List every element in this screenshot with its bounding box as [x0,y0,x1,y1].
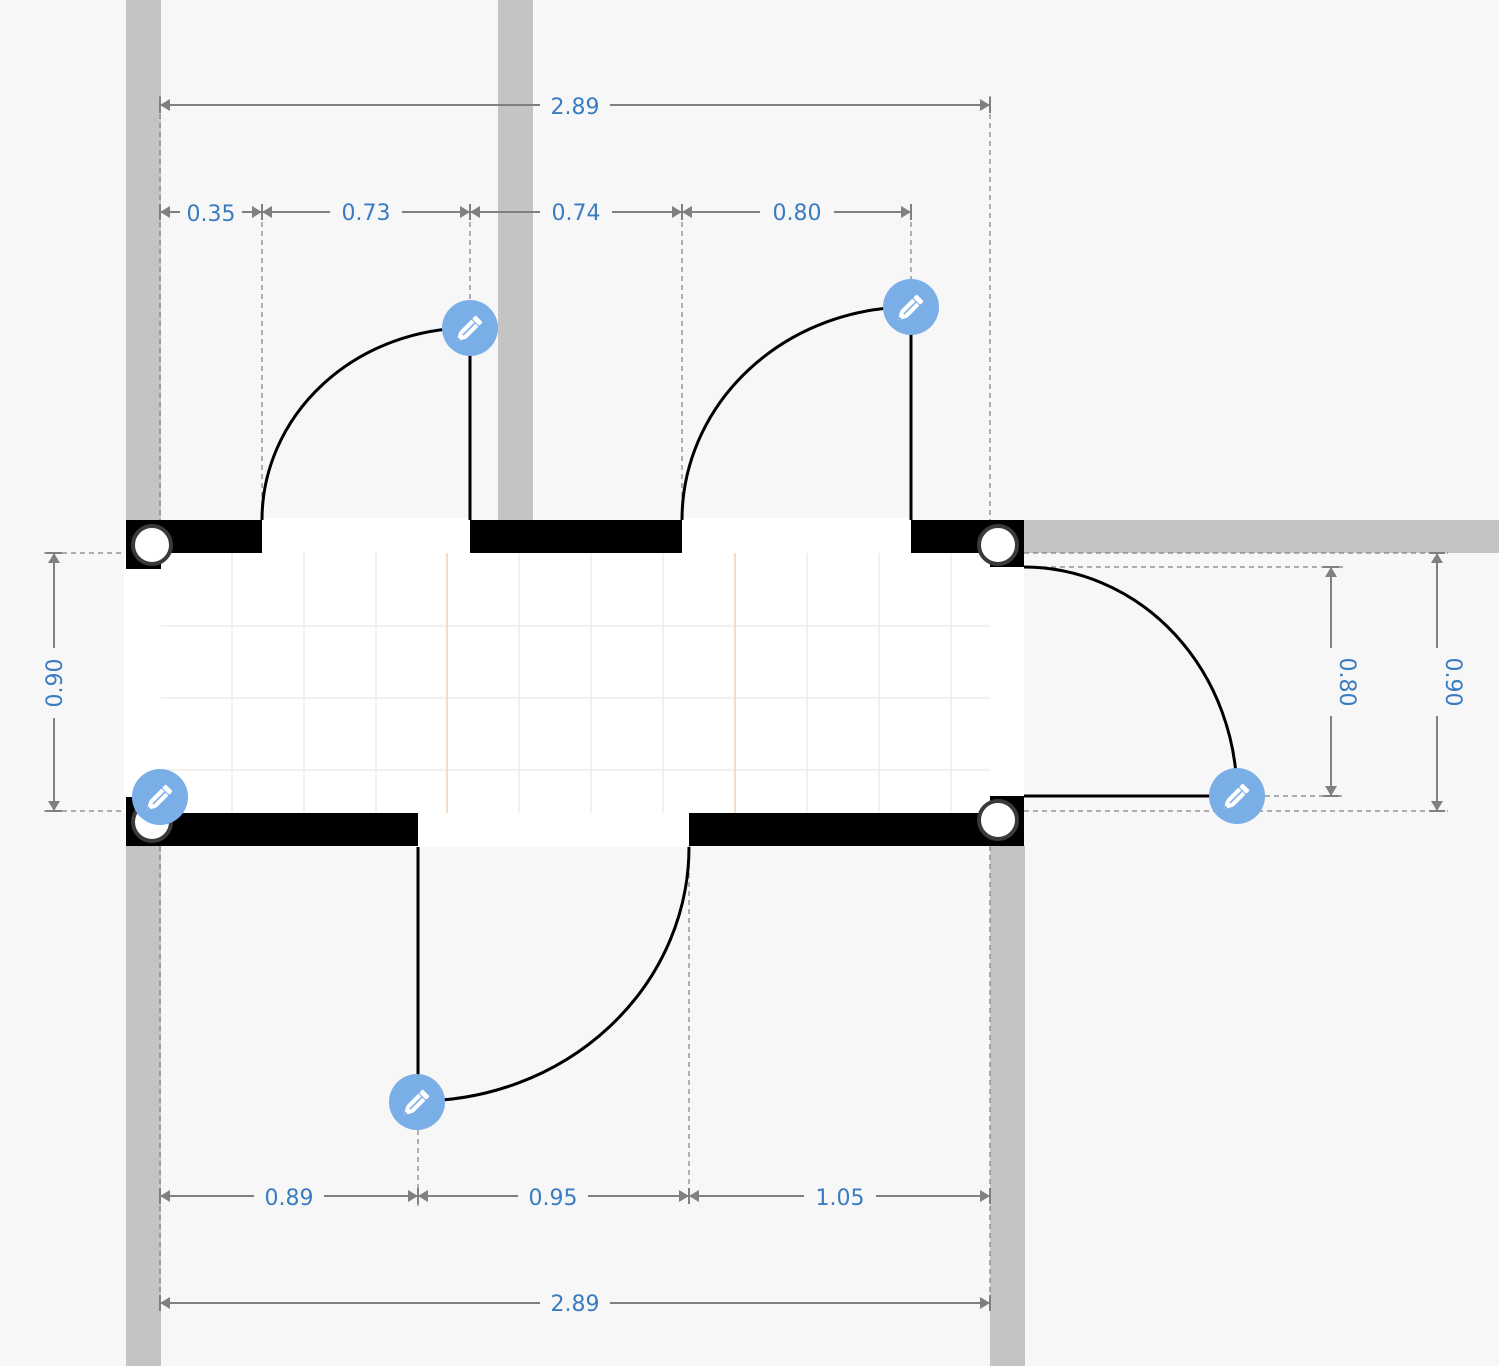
edit-wall-left-button[interactable] [132,769,188,825]
door-opening-top-1 [262,518,470,553]
floor-fill [124,553,1024,813]
wall-handle-top-right[interactable] [977,524,1019,566]
dimension-line-top-total [159,97,991,113]
edit-door-bottom-button[interactable] [389,1074,445,1130]
pencil-icon [1223,783,1250,810]
dimension-line-left-height [46,552,62,812]
dimension-label-bottom-seg-3[interactable]: 1.05 [816,1186,865,1211]
edit-door-top-right-button[interactable] [883,279,939,335]
dimension-label-right-height[interactable]: 0.90 [1440,658,1465,707]
adjacent-wall-left-bottom [126,846,161,1366]
wall-bottom-seg-2 [689,813,1024,846]
adjacent-wall-right-horizontal [1024,520,1499,553]
dimension-label-bottom-seg-2[interactable]: 0.95 [529,1186,578,1211]
dimension-label-top-seg-2[interactable]: 0.73 [342,201,391,226]
dimension-line-right-door-width [1323,566,1339,797]
edit-buttons [132,279,1265,1130]
dimension-label-top-seg-3[interactable]: 0.74 [552,201,601,226]
wall-top-seg-2 [470,520,682,553]
wall-handle-top-left[interactable] [131,524,173,566]
edit-door-top-left-button[interactable] [442,300,498,356]
dimension-labels: 2.89 0.35 0.73 0.74 0.80 0.90 0.80 0.90 … [43,95,1465,1317]
extension-lines [44,96,1448,1312]
edit-door-right-button[interactable] [1209,768,1265,824]
adjacent-wall-right-bottom [990,846,1025,1366]
floor-grid-major [446,553,736,813]
door-top-right [680,305,913,521]
dimension-lines [46,97,1445,1311]
door-right [1023,565,1239,798]
dimension-line-top-seg-4 [681,204,912,220]
dimension-label-top-total[interactable]: 2.89 [551,95,600,120]
dimension-line-bottom-seg-3 [688,1188,991,1204]
door-top-left [260,326,472,521]
doors [260,305,1239,1103]
door-opening-bottom [418,813,689,847]
pencil-icon [897,294,924,321]
dimension-line-bottom-total [159,1295,991,1311]
adjacent-wall-middle-top [498,0,533,520]
dimension-label-right-door-width[interactable]: 0.80 [1334,658,1359,707]
dimension-line-right-height [1429,552,1445,812]
door-opening-top-2 [682,518,911,553]
pencil-icon [146,784,173,811]
wall-handle-bottom-right[interactable] [977,799,1019,841]
adjacent-walls [126,0,1499,1366]
dimension-label-left-height[interactable]: 0.90 [43,659,68,708]
dimension-label-top-seg-4[interactable]: 0.80 [773,201,822,226]
dimension-label-bottom-seg-1[interactable]: 0.89 [265,1186,314,1211]
wall-corner-handles [131,524,1019,843]
door-bottom [416,846,691,1103]
pencil-icon [456,315,483,342]
pencil-icon [403,1089,430,1116]
adjacent-wall-left-top [126,0,161,520]
dimension-label-top-seg-1[interactable]: 0.35 [187,202,236,227]
floor-grid [161,553,990,813]
dimension-label-bottom-total[interactable]: 2.89 [551,1292,600,1317]
room-floor [124,553,1024,813]
